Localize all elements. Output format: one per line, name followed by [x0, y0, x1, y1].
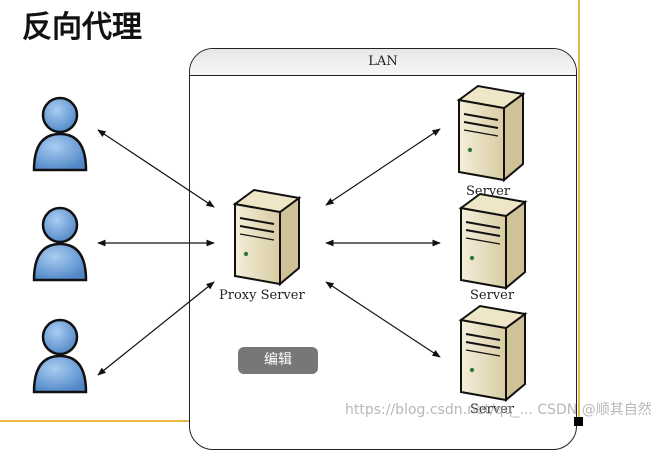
- server-icon-1: [458, 85, 524, 181]
- server-icon-2: [460, 193, 526, 289]
- server-label-1: Server: [466, 184, 511, 199]
- server-icon-3: [460, 305, 526, 401]
- arrow-user1-proxy: [97, 129, 215, 208]
- network-diagram: [32, 85, 526, 401]
- edit-button[interactable]: 编辑: [238, 347, 318, 374]
- arrow-proxy-server3: [325, 281, 441, 358]
- lan-header: LAN: [190, 49, 576, 76]
- proxy-server-label: Proxy Server: [219, 288, 305, 303]
- arrow-user3-proxy: [97, 281, 215, 376]
- proxy-server-icon: [234, 189, 300, 285]
- server-label-3: Server: [470, 402, 515, 417]
- user-icon-1: [32, 96, 88, 172]
- user-icon-2: [32, 206, 88, 282]
- server-label-2: Server: [470, 288, 515, 303]
- resize-handle: [574, 417, 583, 426]
- user-icon-3: [32, 318, 88, 394]
- arrow-proxy-server1: [325, 128, 441, 206]
- slide-border-right: [578, 0, 580, 420]
- watermark: https://blog.csdn.net/qq_... CSDN @顺其自然~: [345, 402, 651, 418]
- page-title: 反向代理: [22, 10, 142, 45]
